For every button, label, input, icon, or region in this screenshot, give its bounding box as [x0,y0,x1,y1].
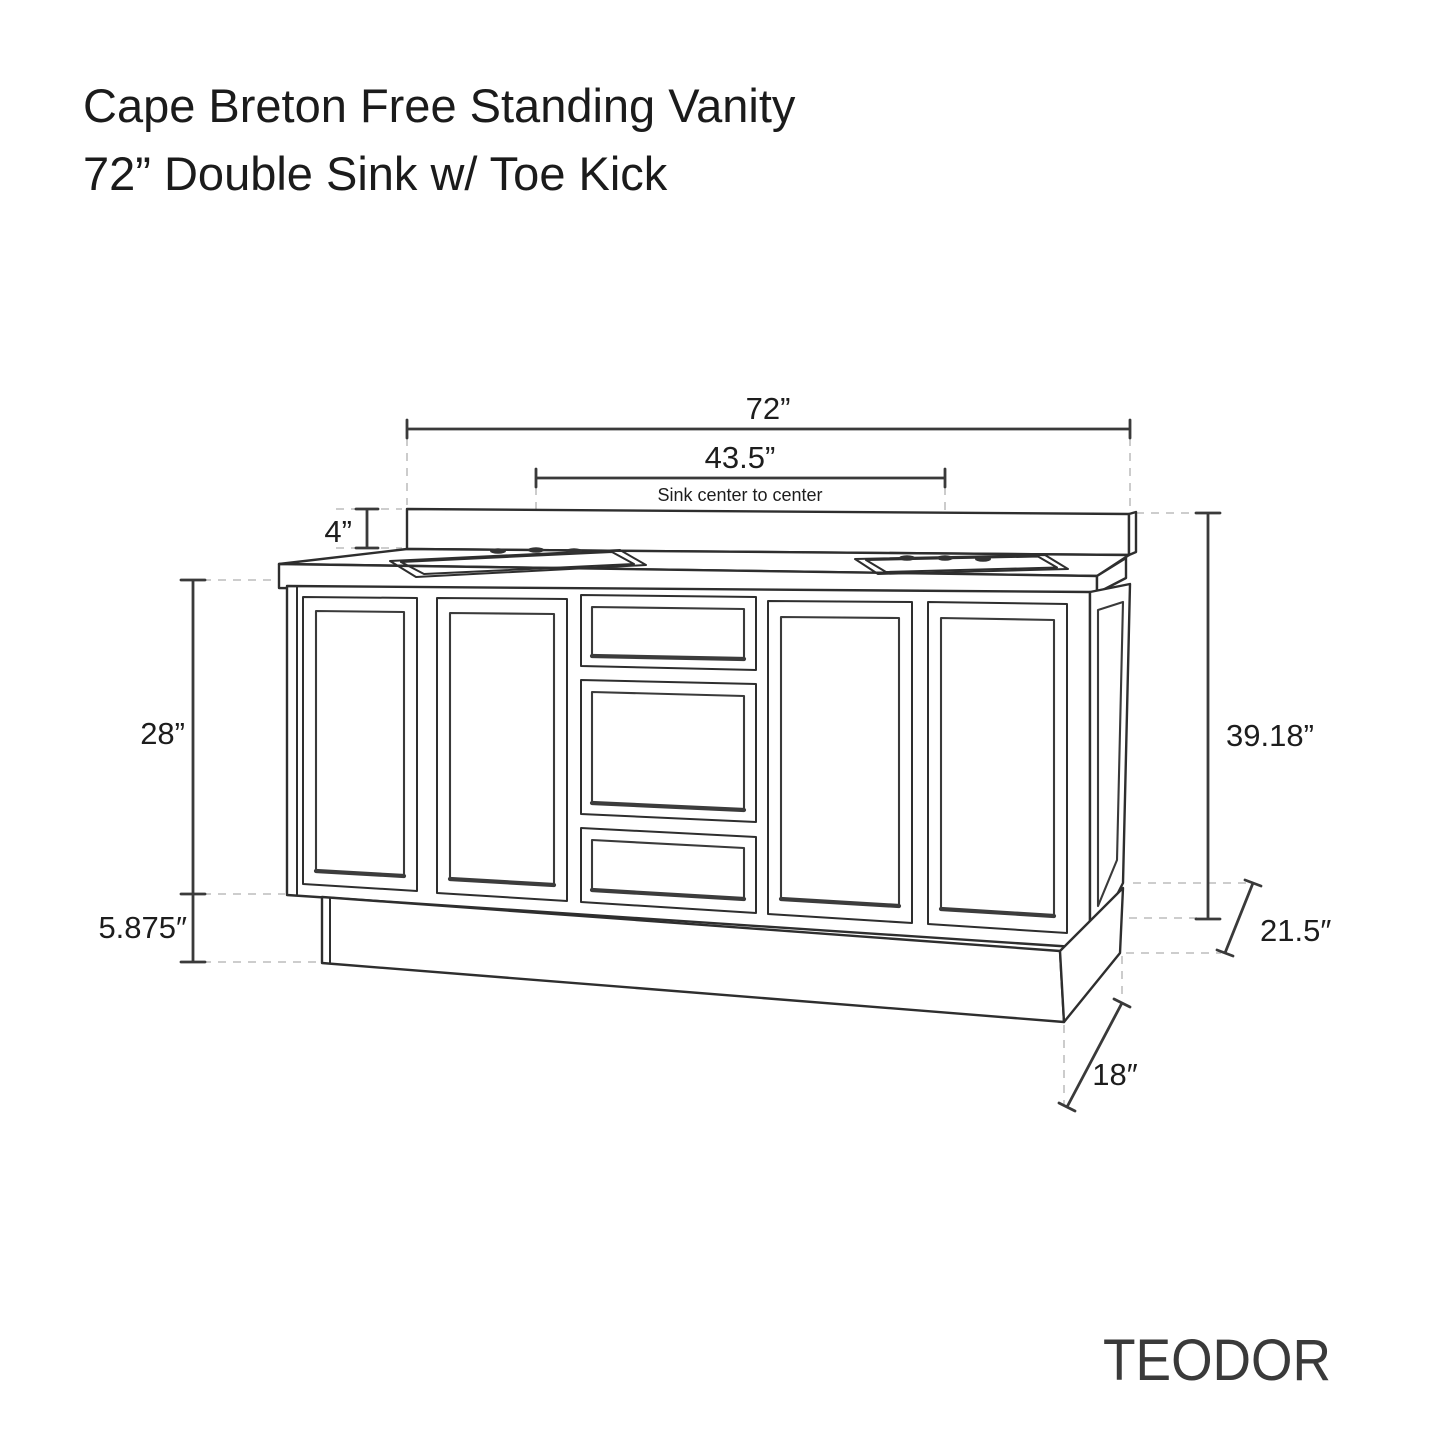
backsplash-right-return [1127,510,1138,557]
dimension-backsplash-height: 4” [324,507,380,550]
dimension-label-5-875: 5.875″ [98,910,187,945]
dimension-note-sink-center: Sink center to center [657,485,822,505]
countertop [277,547,1131,595]
dimension-line-4 [354,507,380,550]
door-4-outer [927,601,1068,934]
title-line-1: Cape Breton Free Standing Vanity [83,79,796,132]
left-sink-rim [400,551,635,575]
dimension-line-39-18 [1194,511,1222,921]
dimension-toe-kick-depth: 18″ [1057,997,1138,1113]
dimension-label-39-18: 39.18” [1226,718,1314,753]
faucet-hole [490,548,506,554]
vanity-drawing [277,507,1138,1024]
cabinet-body [285,582,1132,950]
dimension-sink-center: 43.5” Sink center to center [534,440,947,505]
brand-logo: TEODOR [1103,1328,1331,1393]
drawer-3-outer [580,827,757,914]
dimension-label-21-5: 21.5″ [1260,913,1331,948]
door-1-outer [302,596,418,892]
dimension-left-heights: 28” 5.875″ [98,578,207,964]
dimension-overall-width: 72” [405,391,1132,440]
title-line-2: 72” Double Sink w/ Toe Kick [83,147,668,200]
dimension-label-18: 18″ [1092,1057,1137,1092]
panel-shadow-edges [313,653,1057,919]
left-sink-cutout [389,549,647,578]
dimension-line-21-5 [1215,878,1263,958]
backsplash-front [405,507,1131,557]
dimension-annotations: 72” 43.5” Sink center to center 4” 28” 5… [98,391,1331,1113]
drawing-title: Cape Breton Free Standing Vanity 72” Dou… [83,79,796,200]
cabinet-right-side-panel [1088,582,1132,950]
faucet-hole [975,556,991,562]
toe-kick-right-side [1058,886,1125,1024]
dimension-label-72: 72” [746,391,791,426]
dimension-label-28: 28” [140,716,185,751]
countertop-right-end [1095,556,1128,595]
dimension-label-4: 4” [324,514,352,549]
drawer-2-outer [580,679,757,823]
dimension-line-72 [405,418,1132,440]
dimension-overall-height: 39.18” [1194,511,1314,921]
dimension-line-18 [1057,997,1132,1113]
cabinet-right-side-inner-panel [1096,600,1125,908]
faucet-holes [490,547,991,562]
toe-kick [320,886,1125,1024]
faucet-hole [566,548,582,554]
drawer-1-outer [580,594,757,671]
dimension-label-43-5: 43.5” [705,440,776,475]
door-3-outer [767,600,913,924]
faucet-hole [937,555,953,561]
backsplash [405,507,1138,557]
faucet-hole [528,547,544,553]
door-2-outer [436,597,568,902]
dimension-line-43-5 [534,467,947,489]
dimension-line-28-and-5-875 [179,578,207,964]
dimension-overall-depth: 21.5″ [1215,878,1331,958]
faucet-hole [899,555,915,561]
